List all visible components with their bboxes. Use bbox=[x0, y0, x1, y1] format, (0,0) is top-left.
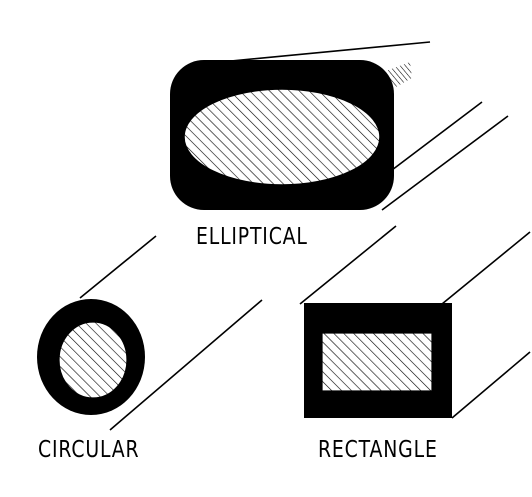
circular-guide-edges bbox=[79, 235, 263, 431]
circular-waveguide bbox=[37, 235, 263, 431]
circular-label: CIRCULAR bbox=[38, 437, 140, 463]
elliptical-waveguide bbox=[170, 41, 509, 211]
circular-guide-bore bbox=[58, 321, 128, 399]
rectangular-guide-bore bbox=[321, 332, 433, 392]
rectangular-waveguide bbox=[299, 225, 531, 419]
elliptical-guide-bore bbox=[183, 88, 381, 186]
rectangle-label: RECTANGLE bbox=[318, 437, 438, 463]
rectangular-guide-edges bbox=[299, 225, 531, 419]
elliptical-label: ELLIPTICAL bbox=[196, 224, 308, 250]
